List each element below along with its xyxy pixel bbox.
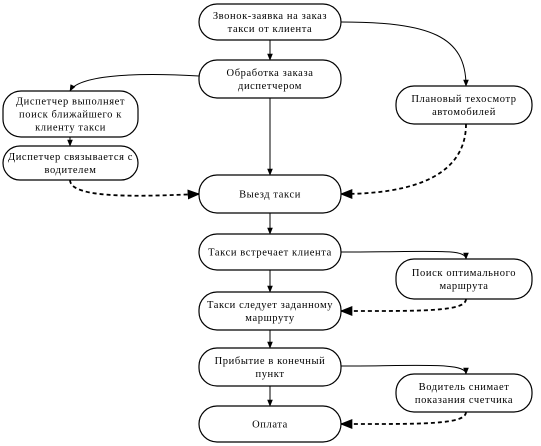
node-follow-route-shape xyxy=(198,291,342,331)
node-call-label-line: такси от клиента xyxy=(228,24,313,35)
node-optimal-route-label-line: Поиск оптимального xyxy=(412,268,516,279)
node-optimal-route-shape xyxy=(395,258,533,300)
node-contact-driver-label-line: Диспетчер связывается с xyxy=(8,152,133,163)
node-meter-reading: Водитель снимает показания счетчика xyxy=(395,373,533,413)
node-call-label-line: Звонок-заявка на заказ xyxy=(213,11,327,22)
node-follow-route-label-line: Такси следует заданному xyxy=(207,300,333,311)
nodes-layer: Звонок-заявка на заказ такси от клиентаОб… xyxy=(2,3,533,443)
node-call: Звонок-заявка на заказ такси от клиента xyxy=(198,3,342,41)
node-meter-reading-label-line: Водитель снимает xyxy=(419,382,510,393)
node-taxi-departure-label-line: Выезд такси xyxy=(239,190,301,201)
node-search-nearest-label-line: клиенту такси xyxy=(35,123,106,134)
edges-layer xyxy=(67,21,469,430)
node-maintenance-shape xyxy=(395,85,533,125)
node-taxi-departure-shape xyxy=(198,174,342,214)
node-meter-reading-label-line: показания счетчика xyxy=(415,395,513,406)
node-meet-client-label-line: Такси встречает клиента xyxy=(208,248,332,259)
node-payment: Оплата xyxy=(198,405,342,443)
edge-arrival-to-meter-reading xyxy=(340,364,469,375)
node-processing-shape xyxy=(198,59,342,99)
node-optimal-route: Поиск оптимального маршрута xyxy=(395,258,533,300)
edge-processing-to-search-nearest xyxy=(69,74,200,92)
node-payment-label-line: Оплата xyxy=(252,420,288,431)
edge-contact-driver-to-taxi-departure xyxy=(69,179,201,200)
node-optimal-route-label-line: маршрута xyxy=(439,281,488,292)
edge-optimal-route-to-follow-route xyxy=(339,298,467,317)
node-meet-client-shape xyxy=(198,233,342,271)
edge-maintenance-to-taxi-departure xyxy=(339,123,467,200)
node-contact-driver-label-line: водителем xyxy=(45,165,97,176)
node-search-nearest-label-line: Диспетчер выполняет xyxy=(16,97,125,108)
node-follow-route: Такси следует заданному маршруту xyxy=(198,291,342,331)
node-arrival: Прибытие в конечный пункт xyxy=(198,347,342,387)
node-processing-label-line: Обработка заказа xyxy=(227,68,314,79)
node-call-shape xyxy=(198,3,342,41)
node-maintenance-label-line: Плановый техосмотр xyxy=(411,94,516,105)
node-search-nearest-shape xyxy=(2,90,139,138)
node-arrival-label-line: пункт xyxy=(255,369,284,380)
node-search-nearest: Диспетчер выполняет поиск ближайшего к кли… xyxy=(2,90,139,138)
node-processing-label-line: диспетчером xyxy=(238,81,302,92)
node-taxi-departure: Выезд такси xyxy=(198,174,342,214)
node-maintenance: Плановый техосмотр автомобилей xyxy=(395,85,533,125)
node-arrival-shape xyxy=(198,347,342,387)
node-contact-driver-shape xyxy=(2,145,139,181)
node-follow-route-label-line: маршруту xyxy=(245,313,295,324)
node-search-nearest-label-line: поиск ближайшего к xyxy=(19,110,122,121)
edge-meter-reading-to-payment xyxy=(339,411,467,430)
node-meet-client: Такси встречает клиента xyxy=(198,233,342,271)
node-maintenance-label-line: автомобилей xyxy=(432,107,496,118)
node-meter-reading-shape xyxy=(395,373,533,413)
edge-call-to-maintenance xyxy=(340,21,469,87)
edge-meet-client-to-optimal-route xyxy=(340,250,469,260)
node-payment-shape xyxy=(198,405,342,443)
node-contact-driver: Диспетчер связывается с водителем xyxy=(2,145,139,181)
node-arrival-label-line: Прибытие в конечный xyxy=(215,356,326,367)
node-processing: Обработка заказа диспетчером xyxy=(198,59,342,99)
